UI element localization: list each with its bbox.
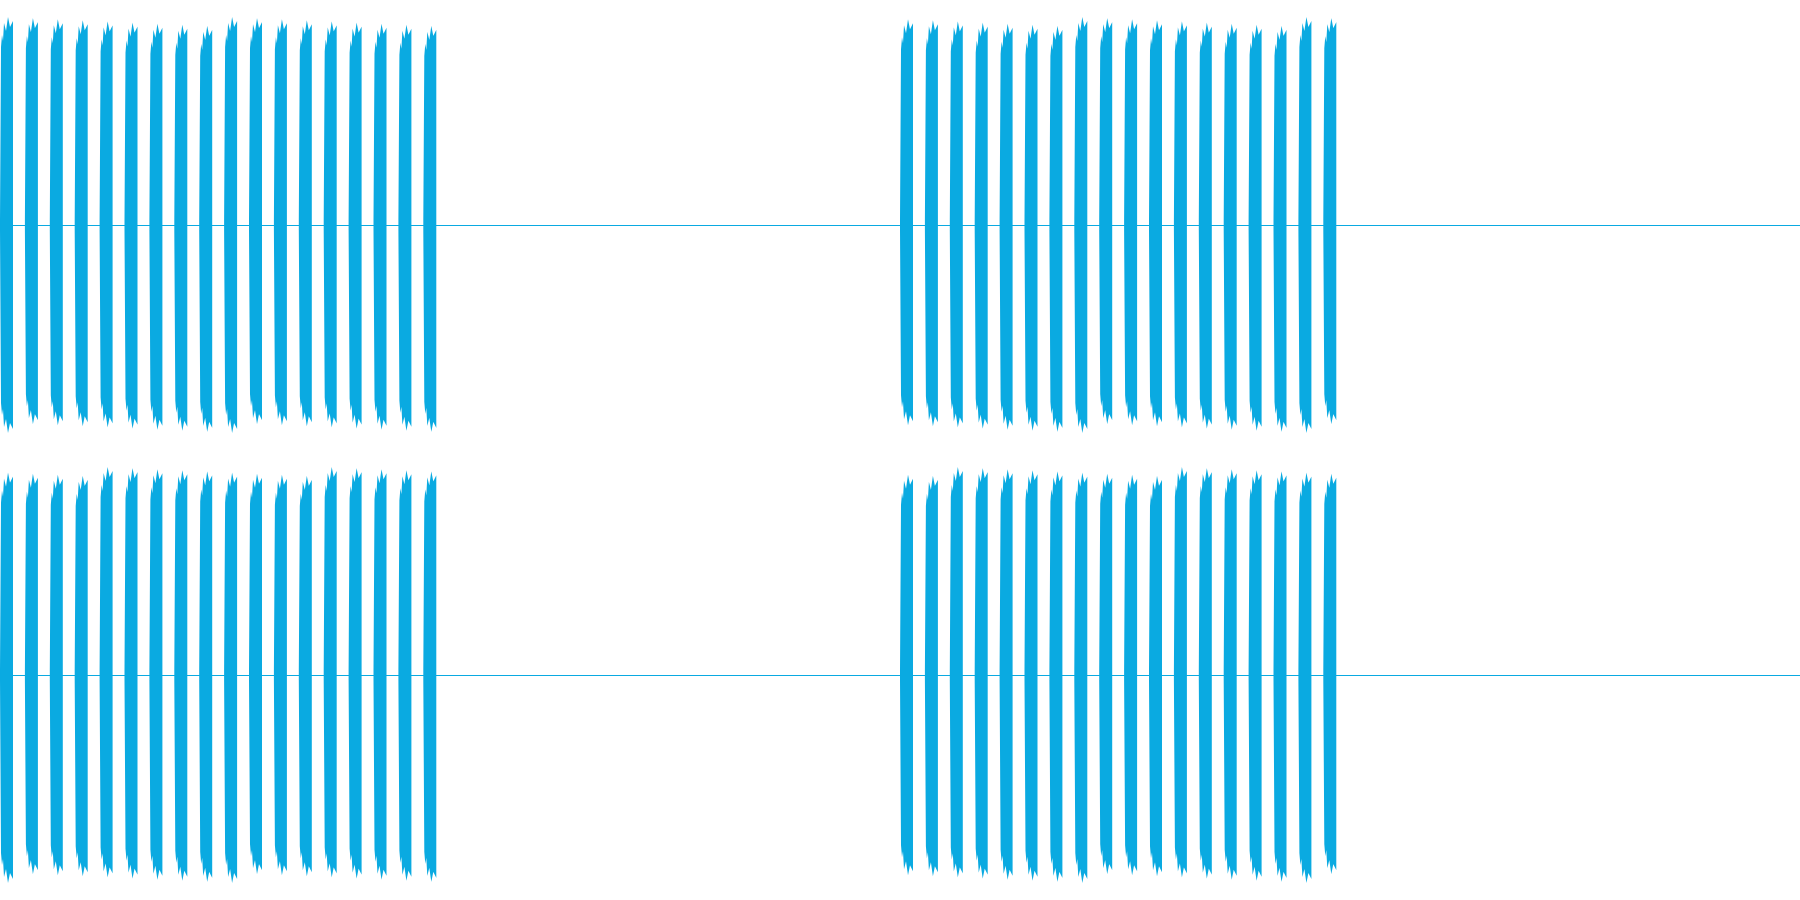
waveform-pulse	[1173, 21, 1187, 428]
waveform-pulse	[949, 467, 963, 878]
waveform-pulse	[1149, 20, 1162, 427]
waveform-pulse	[323, 21, 337, 428]
waveform-pulse	[24, 18, 38, 425]
waveform-pulse	[1273, 25, 1287, 432]
waveform-pulse	[1223, 469, 1237, 880]
waveform-pulse	[1074, 17, 1088, 433]
waveform-pulse	[49, 19, 63, 426]
waveform-pulse	[949, 21, 963, 428]
waveform-pulse	[348, 468, 362, 879]
waveform-pulse	[1273, 471, 1287, 882]
waveform-pulse	[249, 18, 262, 425]
waveform-pulse	[273, 19, 287, 426]
waveform-pulse	[298, 20, 312, 427]
waveform-pulse	[273, 474, 287, 876]
waveform-pulse	[74, 475, 88, 877]
waveform-pulse	[1099, 18, 1113, 425]
waveform-pulse	[373, 23, 387, 430]
waveform-pulse	[124, 468, 138, 879]
waveform-pulse	[1198, 22, 1212, 429]
waveform-pulse	[174, 470, 188, 881]
waveform-pulse	[149, 469, 163, 880]
waveform-pulse	[199, 25, 213, 432]
waveform-pulse	[999, 23, 1013, 430]
waveform-pulse	[199, 471, 213, 882]
waveform-pulse	[1024, 24, 1038, 431]
waveform-pulse	[398, 470, 412, 881]
waveform-channel-1	[0, 17, 1800, 433]
waveform-pulse	[99, 21, 113, 428]
waveform-pulse	[1049, 471, 1063, 882]
waveform-pulse	[373, 469, 387, 880]
waveform-pulse	[298, 475, 312, 877]
waveform-pulse	[1248, 24, 1262, 431]
waveform-pulse	[924, 475, 938, 877]
waveform-pulse	[924, 20, 938, 427]
waveform-pulse	[24, 473, 38, 875]
waveform-pulse	[0, 17, 13, 433]
waveform-channel-2	[0, 467, 1800, 883]
waveform-pulse	[0, 472, 13, 883]
waveform-pulse	[1323, 473, 1337, 875]
waveform-pulse	[1298, 17, 1312, 433]
waveform-pulse	[1198, 468, 1212, 879]
waveform-pulse	[1024, 470, 1038, 881]
waveform-pulse	[1124, 19, 1138, 426]
waveform-pulse	[1298, 472, 1312, 883]
waveform-pulse	[149, 23, 163, 430]
waveform-pulse	[1248, 470, 1262, 881]
waveform-pulse	[99, 467, 113, 878]
waveform-pulse	[74, 20, 88, 427]
waveform-pulse	[1074, 472, 1088, 883]
waveform-pulse	[348, 22, 362, 429]
waveform-pulse	[1149, 475, 1162, 877]
waveform-pulse	[1124, 474, 1138, 876]
waveform-pulse	[974, 468, 988, 879]
waveform-pulse	[1099, 473, 1113, 875]
waveform-pulse	[900, 474, 913, 876]
waveform-pulse	[249, 473, 262, 875]
waveform-pulse	[49, 474, 63, 876]
waveform-pulse	[224, 472, 238, 883]
waveform-pulse	[974, 22, 988, 429]
waveform-pulse	[423, 471, 437, 882]
waveform-pulse	[423, 25, 437, 432]
waveform-pulse	[1173, 467, 1187, 878]
waveform-pulse	[999, 469, 1013, 880]
waveform-pulse	[398, 24, 412, 431]
waveform-pulse	[1223, 23, 1237, 430]
waveform-pulse	[174, 24, 188, 431]
waveform-pulse	[900, 19, 913, 426]
waveform-pulse	[224, 17, 238, 433]
waveform-pulse	[323, 467, 337, 878]
waveform-pulse	[1323, 18, 1337, 425]
waveform-pulse	[124, 22, 138, 429]
waveform-pulse	[1049, 25, 1063, 432]
